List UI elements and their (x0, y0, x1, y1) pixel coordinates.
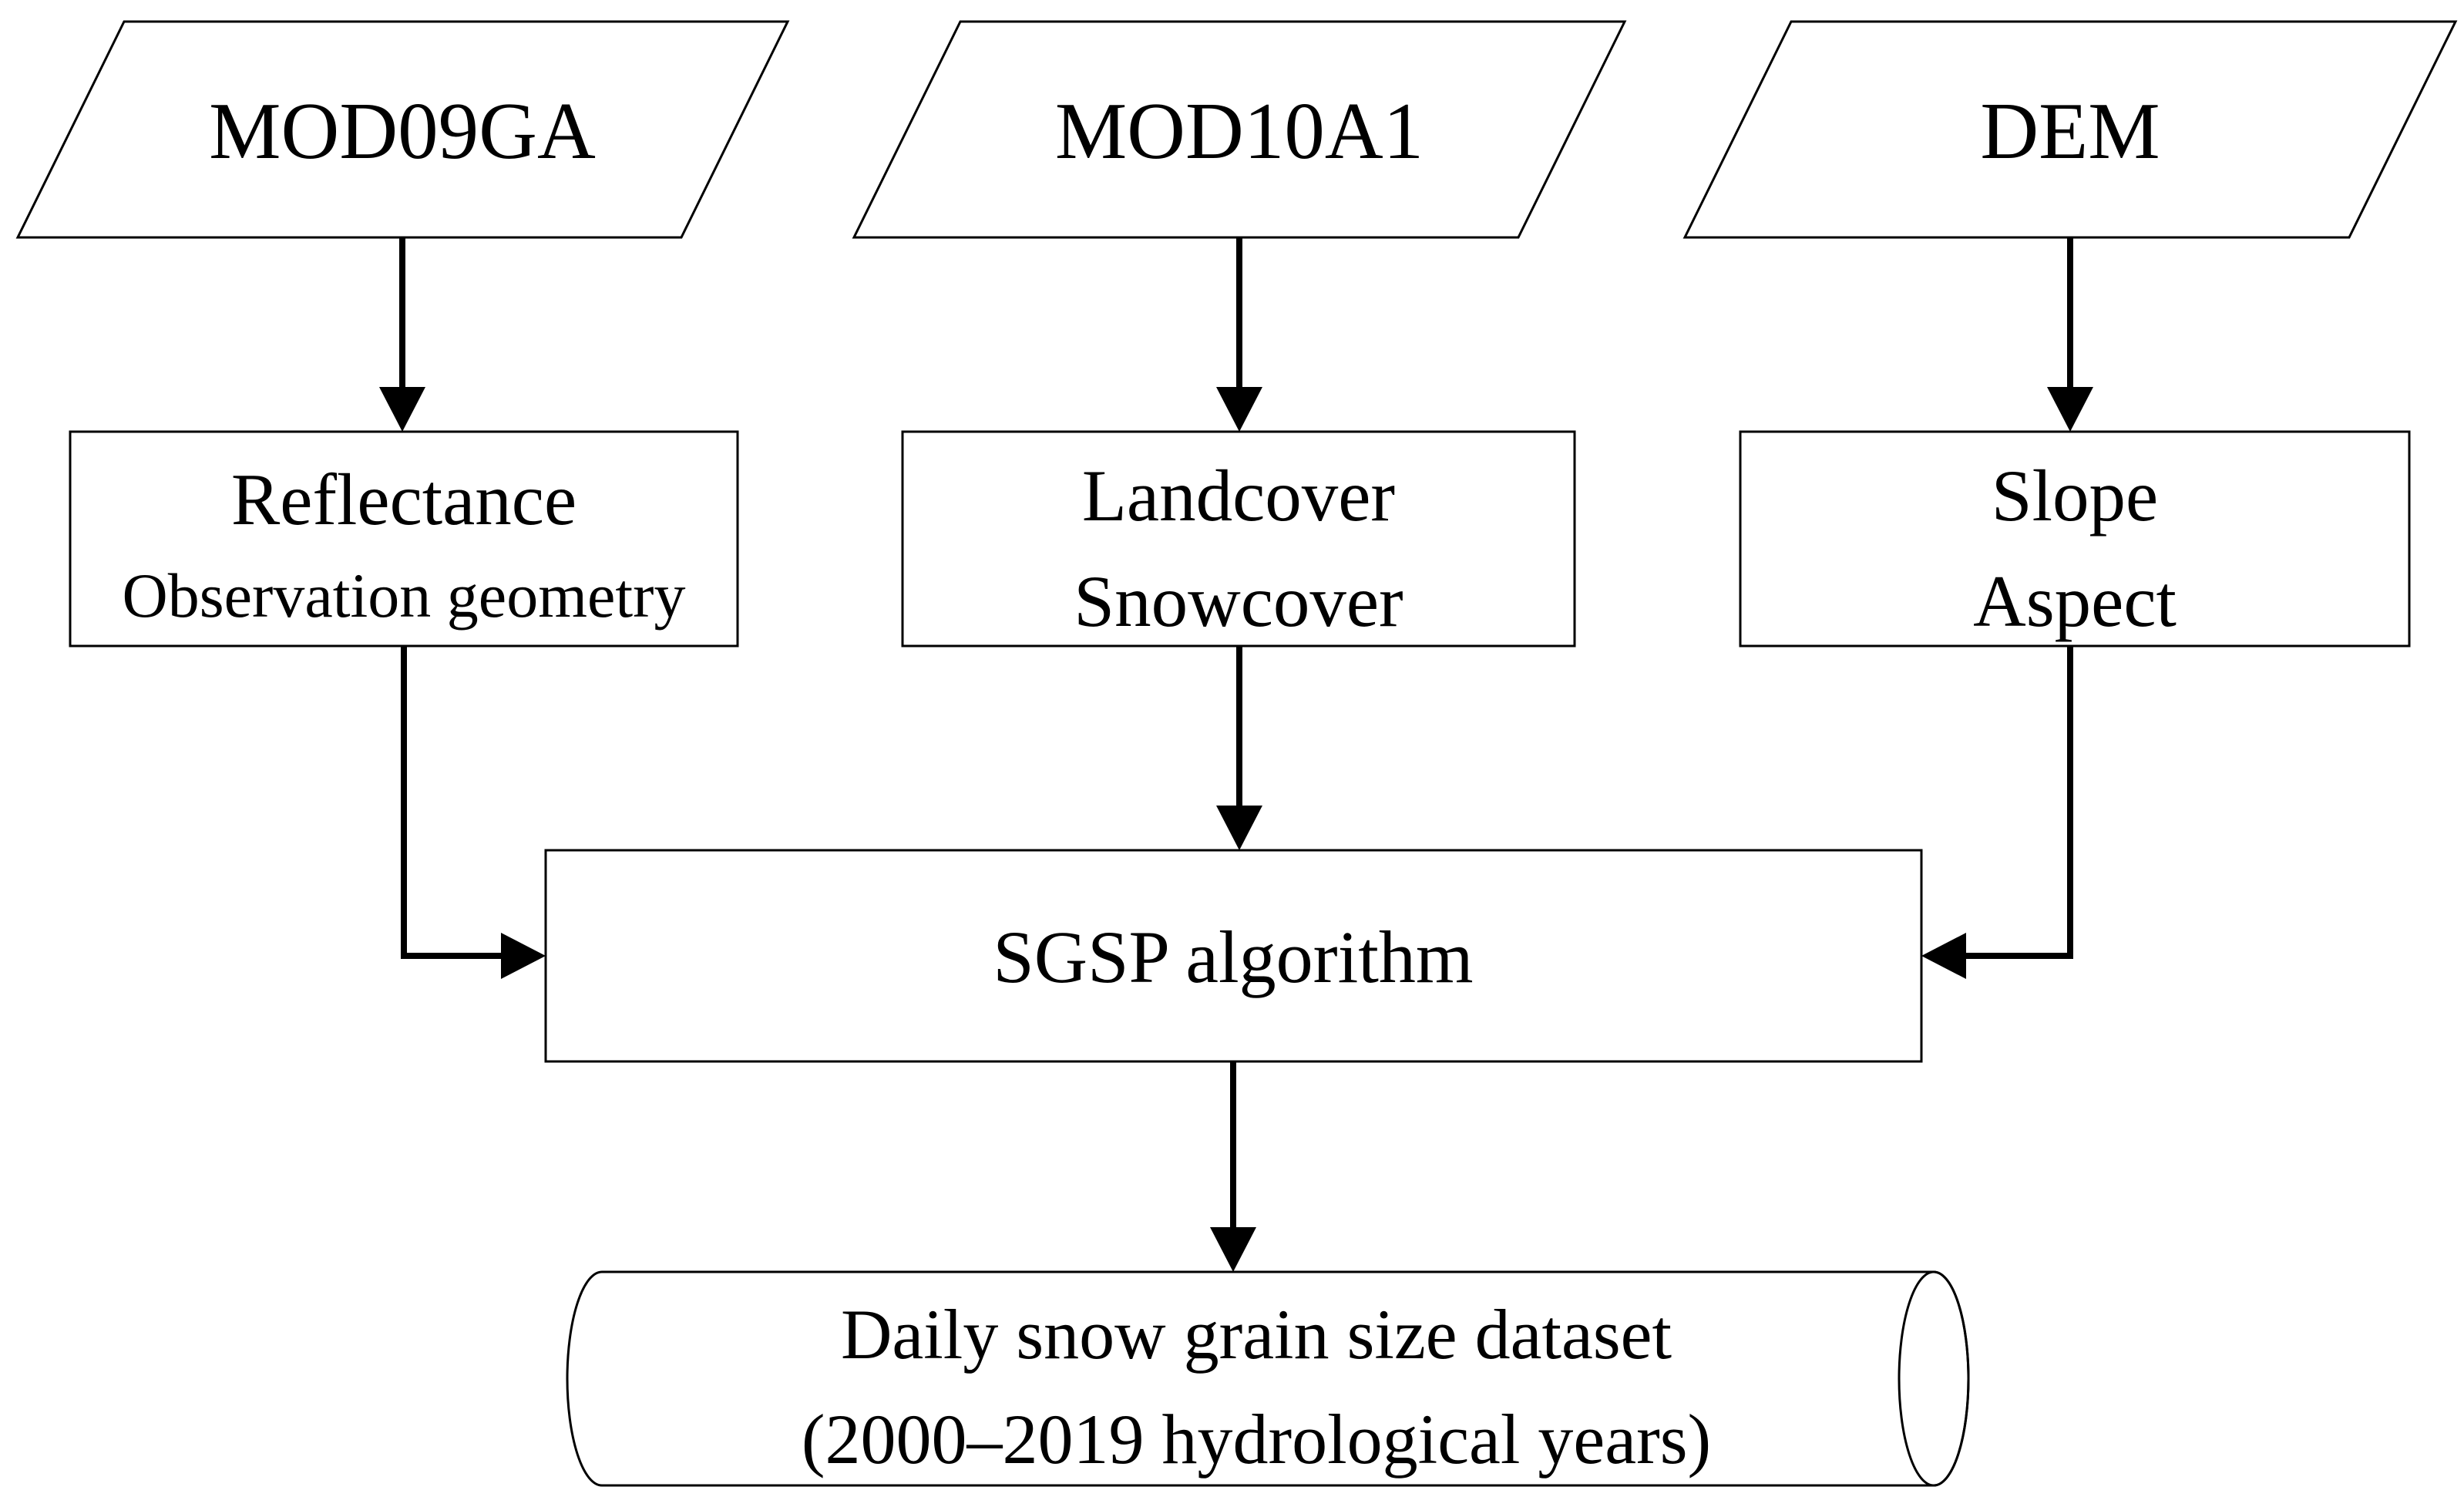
arrowhead-down-icon (1210, 1227, 1256, 1272)
output-line1: Daily snow grain size dataset (841, 1295, 1672, 1374)
parallelogram-mod09ga (15, 20, 790, 239)
output-line2: (2000–2019 hydrological years) (802, 1400, 1711, 1478)
landcover-line1: Landcover (1082, 455, 1395, 537)
landcover-line2: Snowcover (1074, 560, 1403, 642)
arrow-elbow (401, 646, 503, 959)
arrow-sgsp-to-dataset (1210, 1061, 1256, 1272)
parallelogram-mod10a1 (852, 20, 1627, 239)
cylinder-end-cap (1898, 1270, 1970, 1487)
input-label-dem: DEM (1980, 86, 2160, 176)
slope-line2: Aspect (1973, 560, 2177, 642)
process-box-sgsp (544, 849, 1923, 1063)
arrow-reflectance-to-sgsp (401, 646, 546, 979)
arrowhead-right-icon (501, 933, 546, 979)
rect-reflectance (69, 430, 739, 648)
input-label-mod09ga: MOD09GA (209, 86, 596, 176)
slope-line1: Slope (1992, 455, 2158, 537)
rect-landcover (901, 430, 1576, 648)
arrow-elbow (1965, 646, 2073, 959)
arrow-mod10a1-to-landcover (1216, 237, 1262, 432)
arrowhead-down-icon (1216, 806, 1262, 850)
arrowhead-down-icon (2047, 387, 2093, 432)
process-label: SGSP algorithm (993, 916, 1473, 998)
reflectance-line2: Observation geometry (123, 560, 686, 631)
rect-slope (1739, 430, 2411, 648)
arrow-slope-to-sgsp (1921, 646, 2073, 979)
input-label-mod10a1: MOD10A1 (1055, 86, 1424, 176)
reflectance-line1: Reflectance (231, 459, 577, 540)
output-cylinder-dataset: Daily snow grain size dataset (2000–2019… (566, 1270, 1970, 1487)
parallelogram-dem (1682, 20, 2458, 239)
arrowhead-down-icon (1216, 387, 1262, 432)
arrow-mod09ga-to-reflectance (379, 237, 425, 432)
arrow-dem-to-slope (2047, 237, 2093, 432)
arrowhead-down-icon (379, 387, 425, 432)
arrow-landcover-to-sgsp (1216, 646, 1262, 850)
arrowhead-left-icon (1921, 933, 1966, 979)
